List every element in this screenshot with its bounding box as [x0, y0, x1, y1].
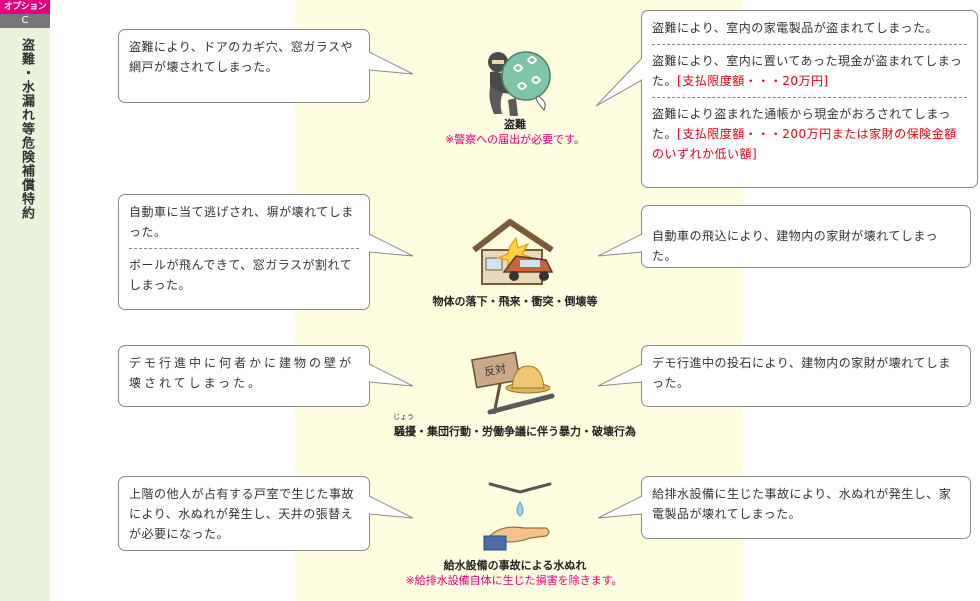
impact-left-tail: [369, 233, 414, 257]
sidebar-title: 盗難・水漏れ等危険補償特約: [19, 38, 34, 220]
sidebar: オプション C 盗難・水漏れ等危険補償特約: [0, 0, 50, 601]
riot-caption: 騒擾・集団行動・労働争議に伴う暴力・破壊行為: [394, 425, 636, 438]
protest-icon: 反対: [470, 348, 560, 418]
thief-icon: [488, 51, 551, 116]
riot-right-bubble: デモ行進中の投石により、建物内の家財が壊れてしまった。: [641, 345, 971, 407]
theft-limit-cash: [支払限度額・・・20万円]: [677, 74, 829, 88]
divider: [129, 248, 359, 249]
option-tag: オプション: [0, 0, 50, 14]
theft-right-bubble: 盗難により、室内の家電製品が盗まれてしまった。 盗難により、室内に置いてあった現…: [641, 10, 978, 188]
option-letter: C: [0, 14, 50, 28]
impact-left-item-2: ボールが飛んできて、窓ガラスが割れてしまった。: [129, 258, 353, 292]
impact-left-item-1: 自動車に当て逃げされ、塀が壊れてしまった。: [129, 205, 354, 239]
water-left-text: 上階の他人が占有する戸室で生じた事故により、水ぬれが発生し、天井の張替えが必要に…: [129, 487, 355, 541]
impact-right-tail: [597, 233, 642, 257]
riot-left-bubble: デモ行進中に何者かに建物の壁が壊されてしまった。: [118, 345, 370, 407]
water-left-tail: [369, 495, 414, 519]
ruby-jou: じょう: [393, 413, 414, 421]
water-right-tail: [597, 495, 642, 519]
water-drip-hand-icon: [483, 482, 552, 551]
water-left-bubble: 上階の他人が占有する戸室で生じた事故により、水ぬれが発生し、天井の張替えが必要に…: [118, 476, 370, 551]
water-caption: 給水設備の事故による水ぬれ: [443, 559, 587, 572]
theft-right-item-1: 盗難により、室内の家電製品が盗まれてしまった。: [652, 21, 938, 35]
divider: [652, 44, 967, 45]
water-right-bubble: 給排水設備に生じた事故により、水ぬれが発生し、家電製品が壊れてしまった。: [641, 476, 971, 539]
theft-right-item-2: 盗難により、室内に置いてあった現金が盗まれてしまった。[支払限度額・・・20万円…: [652, 54, 963, 88]
impact-caption: 物体の落下・飛来・衝突・倒壊等: [432, 295, 598, 308]
impact-left-bubble: 自動車に当て逃げされ、塀が壊れてしまった。 ボールが飛んできて、窓ガラスが割れて…: [118, 194, 370, 310]
theft-left-text: 盗難により、ドアのカギ穴、窓ガラスや網戸が壊されてしまった。: [129, 40, 354, 74]
riot-left-text: デモ行進中に何者かに建物の壁が壊されてしまった。: [129, 356, 355, 390]
water-right-text: 給排水設備に生じた事故により、水ぬれが発生し、家電製品が壊れてしまった。: [652, 487, 952, 521]
theft-right-item-3: 盗難により盗まれた通帳から現金がおろされてしまった。[支払限度額・・・200万円…: [652, 107, 957, 161]
impact-right-text: 自動車の飛込により、建物内の家財が壊れてしまった。: [652, 229, 938, 263]
house-car-crash-icon: [472, 219, 554, 285]
riot-right-text: デモ行進中の投石により、建物内の家財が壊れてしまった。: [652, 356, 951, 390]
water-note: ※給排水設備自体に生じた損害を除きます。: [405, 574, 623, 587]
riot-left-tail: [369, 363, 414, 387]
theft-limit-passbook: [支払限度額・・・200万円または家財の保険金額のいずれか低い額]: [652, 127, 957, 161]
divider: [652, 97, 967, 98]
theft-right-tail: [596, 57, 642, 107]
theft-note: ※警察への届出が必要です。: [444, 133, 586, 146]
theft-caption: 盗難: [504, 118, 526, 131]
riot-right-tail: [597, 363, 642, 387]
theft-left-tail: [369, 51, 414, 75]
impact-right-bubble: 自動車の飛込により、建物内の家財が壊れてしまった。: [641, 205, 971, 268]
theft-left-bubble: 盗難により、ドアのカギ穴、窓ガラスや網戸が壊されてしまった。: [118, 29, 370, 103]
